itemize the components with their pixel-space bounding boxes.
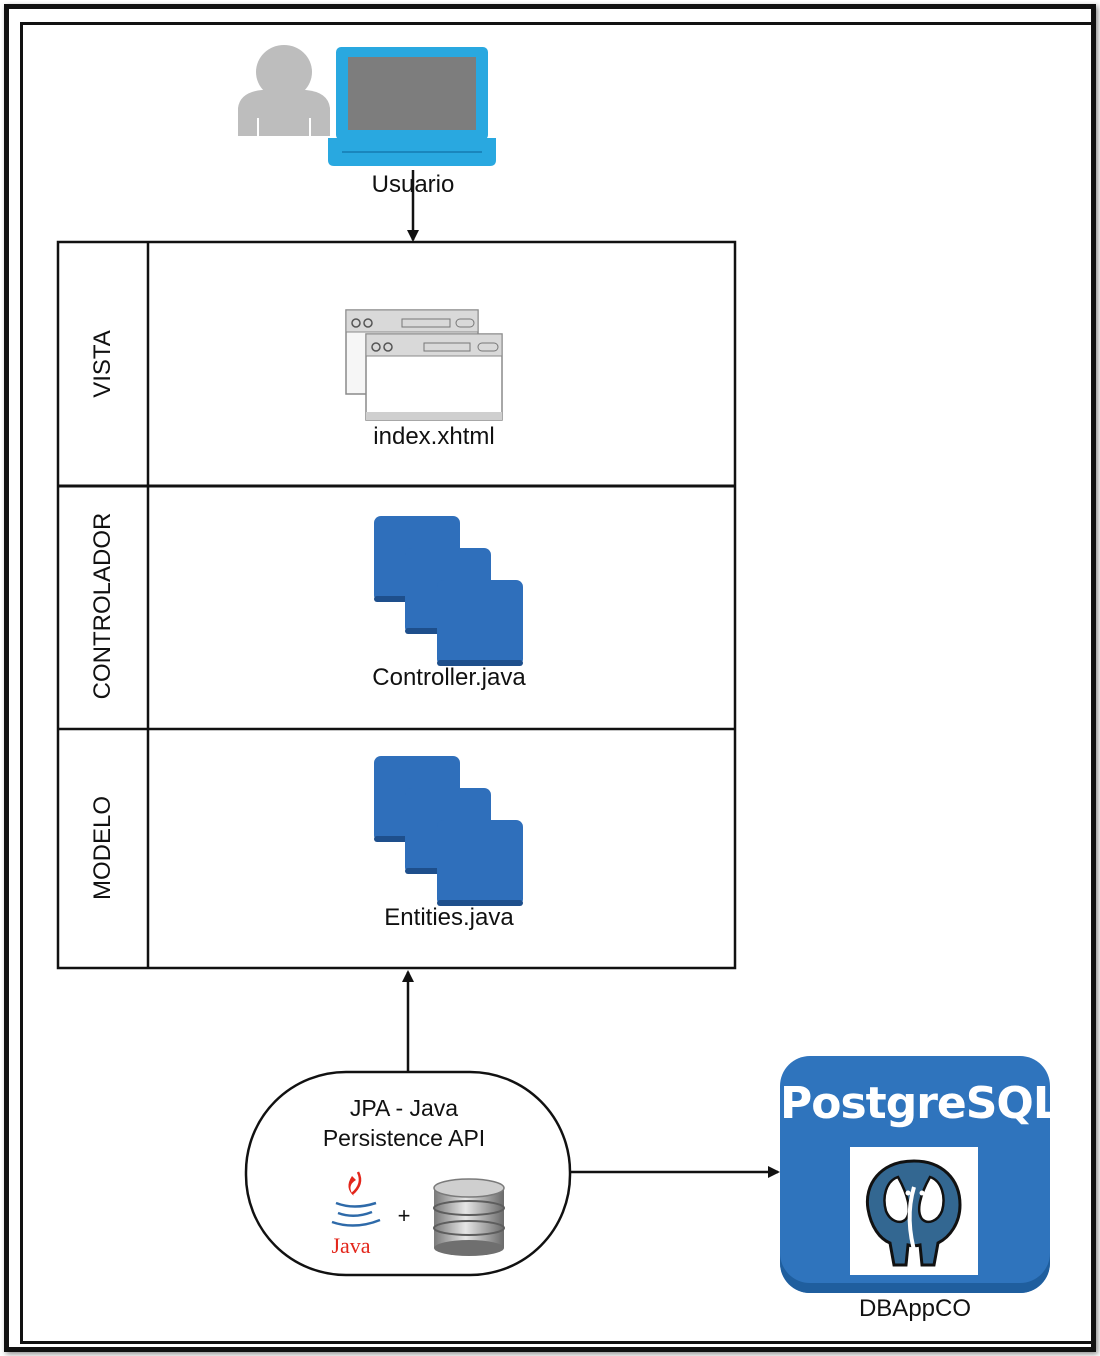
vista-file-label: index.xhtml <box>373 423 495 450</box>
database-icon <box>433 1178 505 1256</box>
layer-label-controlador: CONTROLADOR <box>89 512 116 700</box>
postgresql-title: PostgreSQL <box>780 1078 1061 1129</box>
java-logo-text: Java <box>331 1233 371 1258</box>
web-page-icon <box>345 309 503 421</box>
jpa-title-line2: Persistence API <box>322 1125 486 1151</box>
inner-frame <box>20 22 1094 1344</box>
postgresql-elephant-frame <box>850 1147 978 1275</box>
entities-file-label: Entities.java <box>384 904 514 931</box>
postgresql-elephant-icon <box>865 1159 962 1267</box>
database-name-label: DBAppCO <box>858 1295 972 1322</box>
entities-class-stack-icon <box>374 756 523 906</box>
user-label: Usuario <box>371 171 455 198</box>
controller-file-label: Controller.java <box>372 664 526 691</box>
user-icon <box>238 45 330 136</box>
layer-label-vista: VISTA <box>89 330 116 398</box>
jpa-title-line1: JPA - Java <box>349 1095 459 1121</box>
java-logo-icon <box>331 1171 381 1227</box>
controller-class-stack-icon <box>374 516 523 666</box>
layers-table <box>56 240 737 970</box>
plus-sign: + <box>397 1203 411 1228</box>
laptop-icon <box>328 47 496 166</box>
layer-label-modelo: MODELO <box>89 796 116 901</box>
